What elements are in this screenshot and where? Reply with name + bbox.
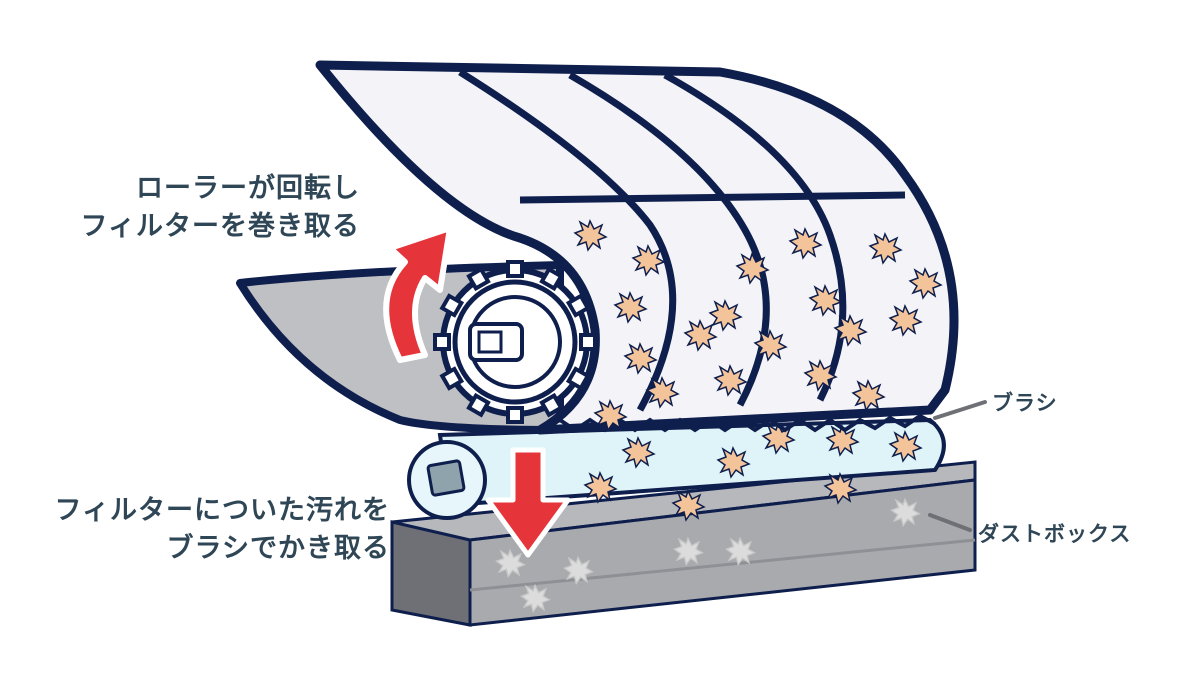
- brush-caption: フィルターについた汚れを ブラシでかき取る: [20, 492, 390, 568]
- dust-box-label: ダストボックス: [978, 522, 1132, 546]
- brush-caption-line-1: フィルターについた汚れを: [54, 495, 390, 526]
- roller-caption: ローラーが回転し フィルターを巻き取る: [60, 170, 360, 246]
- roller-caption-line-1: ローラーが回転し: [136, 173, 360, 204]
- brush-label: ブラシ: [992, 391, 1058, 415]
- roller-caption-line-2: フィルターを巻き取る: [80, 211, 360, 242]
- brush-caption-line-2: ブラシでかき取る: [166, 533, 390, 564]
